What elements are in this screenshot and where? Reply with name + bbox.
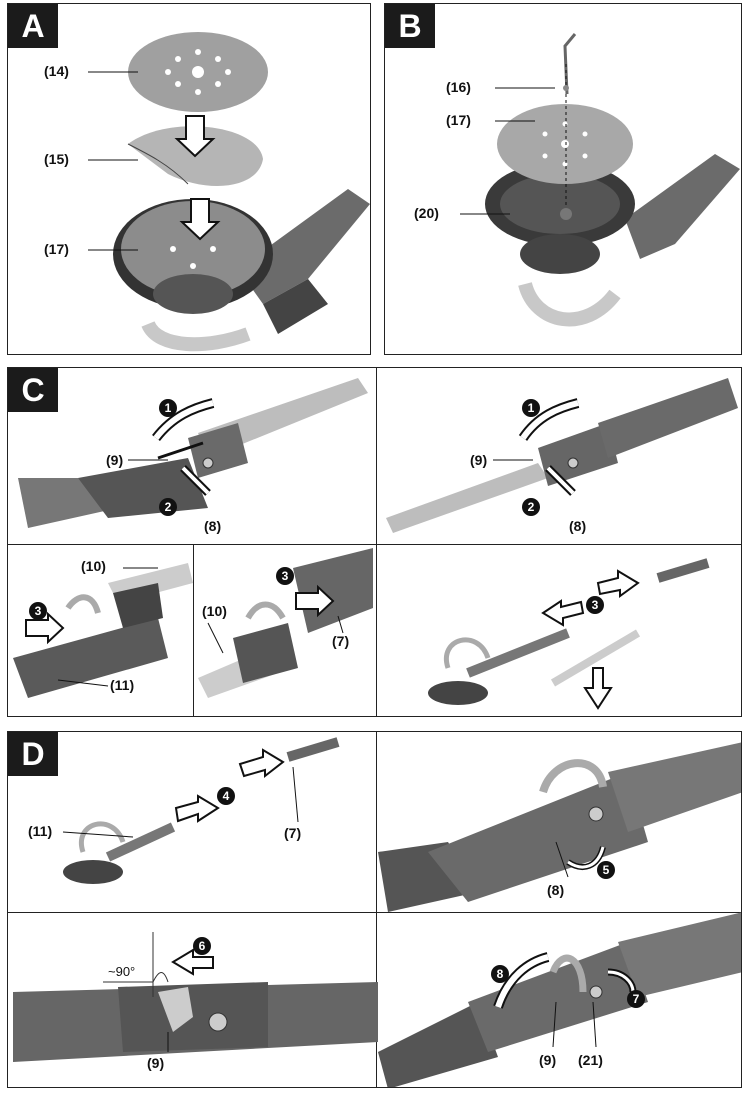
label-20: (20) <box>414 205 439 221</box>
label-11: (11) <box>28 823 53 839</box>
panel-b-tag: B <box>385 4 435 48</box>
panel-a-tag: A <box>8 4 58 48</box>
label-17: (17) <box>446 112 471 128</box>
step-3-badge: 3 <box>276 567 294 585</box>
label-8: (8) <box>204 518 222 534</box>
label-9: (9) <box>147 1055 165 1071</box>
step-3-badge: 3 <box>586 596 604 614</box>
divider <box>376 368 377 716</box>
panel-b-illustration <box>460 33 740 327</box>
step-3-badge: 3 <box>29 602 47 620</box>
label-8: (8) <box>569 518 587 534</box>
step-6-badge: 6 <box>193 937 211 955</box>
label-14: (14) <box>44 63 69 79</box>
label-7: (7) <box>284 825 302 841</box>
divider <box>376 732 377 1087</box>
panel-a: A (14) (15) (17) <box>7 3 371 355</box>
label-17: (17) <box>44 241 69 257</box>
step-7-badge: 7 <box>627 990 645 1008</box>
panel-c: C 1 2 (9) (8) 1 2 (9) (8) (10) 3 (11) 3 … <box>7 367 742 717</box>
label-21: (21) <box>578 1052 603 1068</box>
step-1-badge: 1 <box>159 399 177 417</box>
angle-label: ~90° <box>108 964 136 979</box>
panel-d-tag: D <box>8 732 58 776</box>
label-9: (9) <box>470 452 488 468</box>
step-2-badge: 2 <box>159 498 177 516</box>
label-10: (10) <box>81 558 106 574</box>
step-8-badge: 8 <box>491 965 509 983</box>
panel-d: D (11) 4 (7) 5 (8) ~90° 6 (9) 8 7 (9) (2… <box>7 731 742 1088</box>
label-10: (10) <box>202 603 227 619</box>
step-5-badge: 5 <box>597 861 615 879</box>
panel-a-illustration <box>88 32 370 352</box>
panel-d-illustration <box>13 737 741 1087</box>
divider <box>8 544 741 545</box>
panel-c-illustration <box>13 378 738 710</box>
label-16: (16) <box>446 79 471 95</box>
divider <box>8 912 741 913</box>
label-9: (9) <box>106 452 124 468</box>
step-1-badge: 1 <box>522 399 540 417</box>
step-2-badge: 2 <box>522 498 540 516</box>
label-11: (11) <box>110 677 135 693</box>
label-9: (9) <box>539 1052 557 1068</box>
divider <box>193 544 194 716</box>
label-15: (15) <box>44 151 69 167</box>
panel-b: B (16) (17) (20) <box>384 3 742 355</box>
panel-c-tag: C <box>8 368 58 412</box>
step-4-badge: 4 <box>217 787 235 805</box>
label-7: (7) <box>332 633 350 649</box>
label-8: (8) <box>547 882 565 898</box>
